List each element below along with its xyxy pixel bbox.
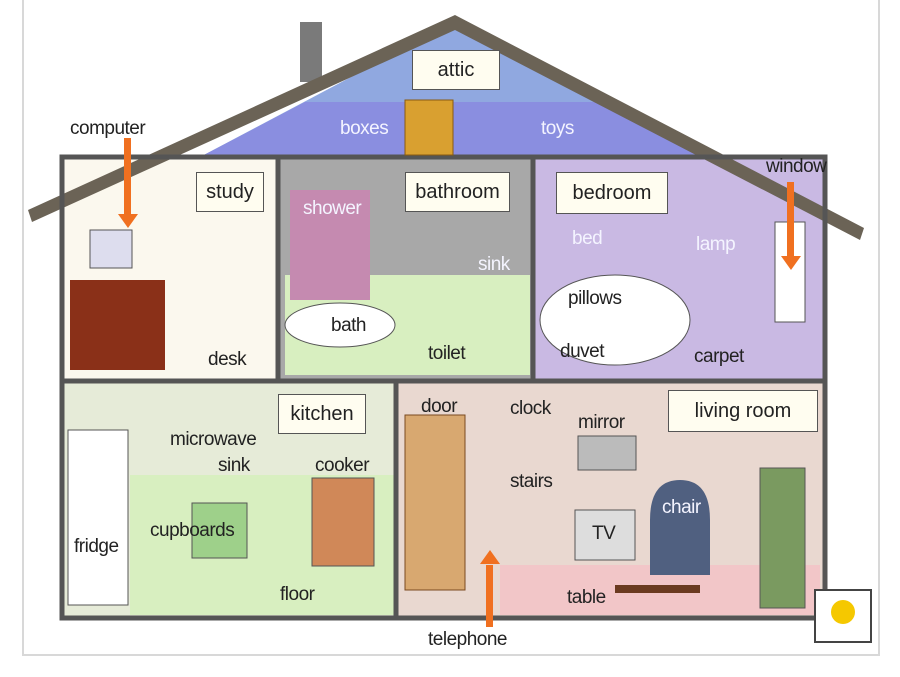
living-door — [759, 467, 806, 609]
label-fridge: fridge — [74, 536, 119, 557]
picture-frame — [22, 0, 880, 656]
desk-shape — [70, 280, 165, 370]
label-window: window — [766, 156, 827, 177]
label-carpet: carpet — [694, 346, 744, 367]
bathtub — [284, 302, 396, 348]
chimney — [300, 22, 322, 82]
label-door: door — [421, 396, 458, 417]
crate — [404, 99, 454, 156]
tv-shape — [574, 509, 636, 561]
duvet-shape — [539, 274, 691, 366]
label-microwave: microwave — [170, 429, 257, 450]
room-label-attic: attic — [412, 50, 500, 90]
sun-icon — [831, 600, 855, 624]
room-label-kitchen: kitchen — [278, 394, 366, 434]
chair-shape — [650, 480, 710, 575]
label-table: table — [567, 587, 606, 608]
label-pillows: pillows — [568, 288, 622, 309]
computer-shape — [89, 229, 133, 269]
mirror-shape — [577, 435, 637, 471]
label-clock: clock — [510, 398, 551, 419]
computer-arrowhead — [118, 214, 138, 228]
label-toys: toys — [541, 118, 574, 139]
computer-arrow — [124, 138, 131, 218]
window-arrow — [787, 182, 794, 260]
label-floor: floor — [280, 584, 315, 605]
label-sink-bathroom: sink — [478, 254, 510, 275]
table-shape — [615, 585, 700, 593]
label-telephone: telephone — [428, 629, 507, 650]
label-toilet: toilet — [428, 343, 466, 364]
label-bed: bed — [572, 228, 603, 249]
door-shape — [404, 414, 466, 591]
label-duvet: duvet — [560, 341, 604, 362]
label-bath: bath — [331, 315, 366, 336]
telephone-arrow — [486, 565, 493, 627]
label-cooker: cooker — [315, 455, 370, 476]
label-shower: shower — [303, 198, 362, 219]
label-mirror: mirror — [578, 412, 625, 433]
cupboard-shape — [191, 502, 248, 559]
room-label-bedroom: bedroom — [556, 172, 668, 214]
room-label-study: study — [196, 172, 264, 212]
label-lamp: lamp — [696, 234, 736, 255]
room-label-bathroom: bathroom — [405, 172, 510, 212]
label-desk: desk — [208, 349, 247, 370]
fridge-shape — [67, 429, 129, 606]
label-stairs: stairs — [510, 471, 553, 492]
room-label-living-room: living room — [668, 390, 818, 432]
label-chair: chair — [662, 497, 701, 518]
label-cupboards: cupboards — [150, 520, 235, 541]
label-computer: computer — [70, 118, 146, 139]
label-sink-kitchen: sink — [218, 455, 250, 476]
shower-curtain — [290, 190, 370, 300]
label-boxes: boxes — [340, 118, 389, 139]
cooker-shape — [311, 477, 375, 567]
window-arrowhead — [781, 256, 801, 270]
label-tv: TV — [592, 523, 616, 544]
telephone-arrowhead — [480, 550, 500, 564]
